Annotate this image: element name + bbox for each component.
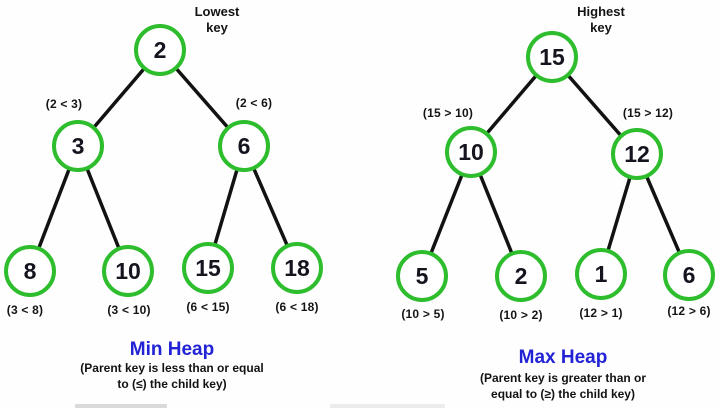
comparison-label: (6 < 18): [275, 300, 319, 314]
tree-node: 6: [218, 120, 270, 172]
lowest-key-annotation: Lowest key: [195, 4, 240, 36]
tree-node-root: 2: [134, 24, 186, 76]
tree-node: 3: [52, 120, 104, 172]
background-artifact: [330, 404, 445, 408]
comparison-label: (15 > 10): [422, 106, 474, 120]
comparison-label: (3 < 8): [6, 303, 44, 317]
caption-line: equal to (≥) the child key): [491, 386, 635, 401]
comparison-label: (10 > 2): [499, 308, 543, 322]
tree-node: 5: [396, 250, 448, 302]
comparison-label: (6 < 15): [186, 300, 230, 314]
comparison-label: (15 > 12): [622, 106, 674, 120]
tree-node: 12: [611, 128, 663, 180]
tree-node: 15: [182, 242, 234, 294]
tree-node: 1: [575, 248, 627, 300]
annotation-line: Highest: [577, 4, 625, 19]
annotation-line: key: [206, 20, 228, 35]
comparison-label: (10 > 5): [401, 307, 445, 321]
tree-node: 2: [495, 250, 547, 302]
caption-line: to (≤) the child key): [117, 376, 227, 391]
max-heap-caption: (Parent key is greater than or equal to …: [480, 371, 646, 402]
tree-node: 6: [663, 249, 715, 301]
annotation-line: key: [590, 20, 612, 35]
tree-node-root: 15: [526, 31, 578, 83]
comparison-label: (2 < 6): [235, 96, 273, 110]
tree-node: 8: [4, 245, 56, 297]
tree-node: 10: [445, 126, 497, 178]
caption-line: (Parent key is greater than or: [479, 371, 647, 385]
comparison-label: (3 < 10): [107, 303, 151, 317]
min-heap-caption: (Parent key is less than or equal to (≤)…: [80, 361, 263, 392]
annotation-line: Lowest: [194, 4, 240, 19]
caption-line: (Parent key is less than or equal: [80, 361, 264, 375]
highest-key-annotation: Highest key: [577, 4, 625, 36]
min-heap-title: Min Heap: [129, 339, 215, 360]
background-artifact: [75, 404, 167, 408]
comparison-label: (2 < 3): [45, 97, 83, 111]
comparison-label: (12 > 6): [667, 304, 711, 318]
tree-node: 10: [102, 245, 154, 297]
tree-node: 18: [271, 242, 323, 294]
comparison-label: (12 > 1): [579, 306, 623, 320]
max-heap-title: Max Heap: [518, 347, 608, 368]
